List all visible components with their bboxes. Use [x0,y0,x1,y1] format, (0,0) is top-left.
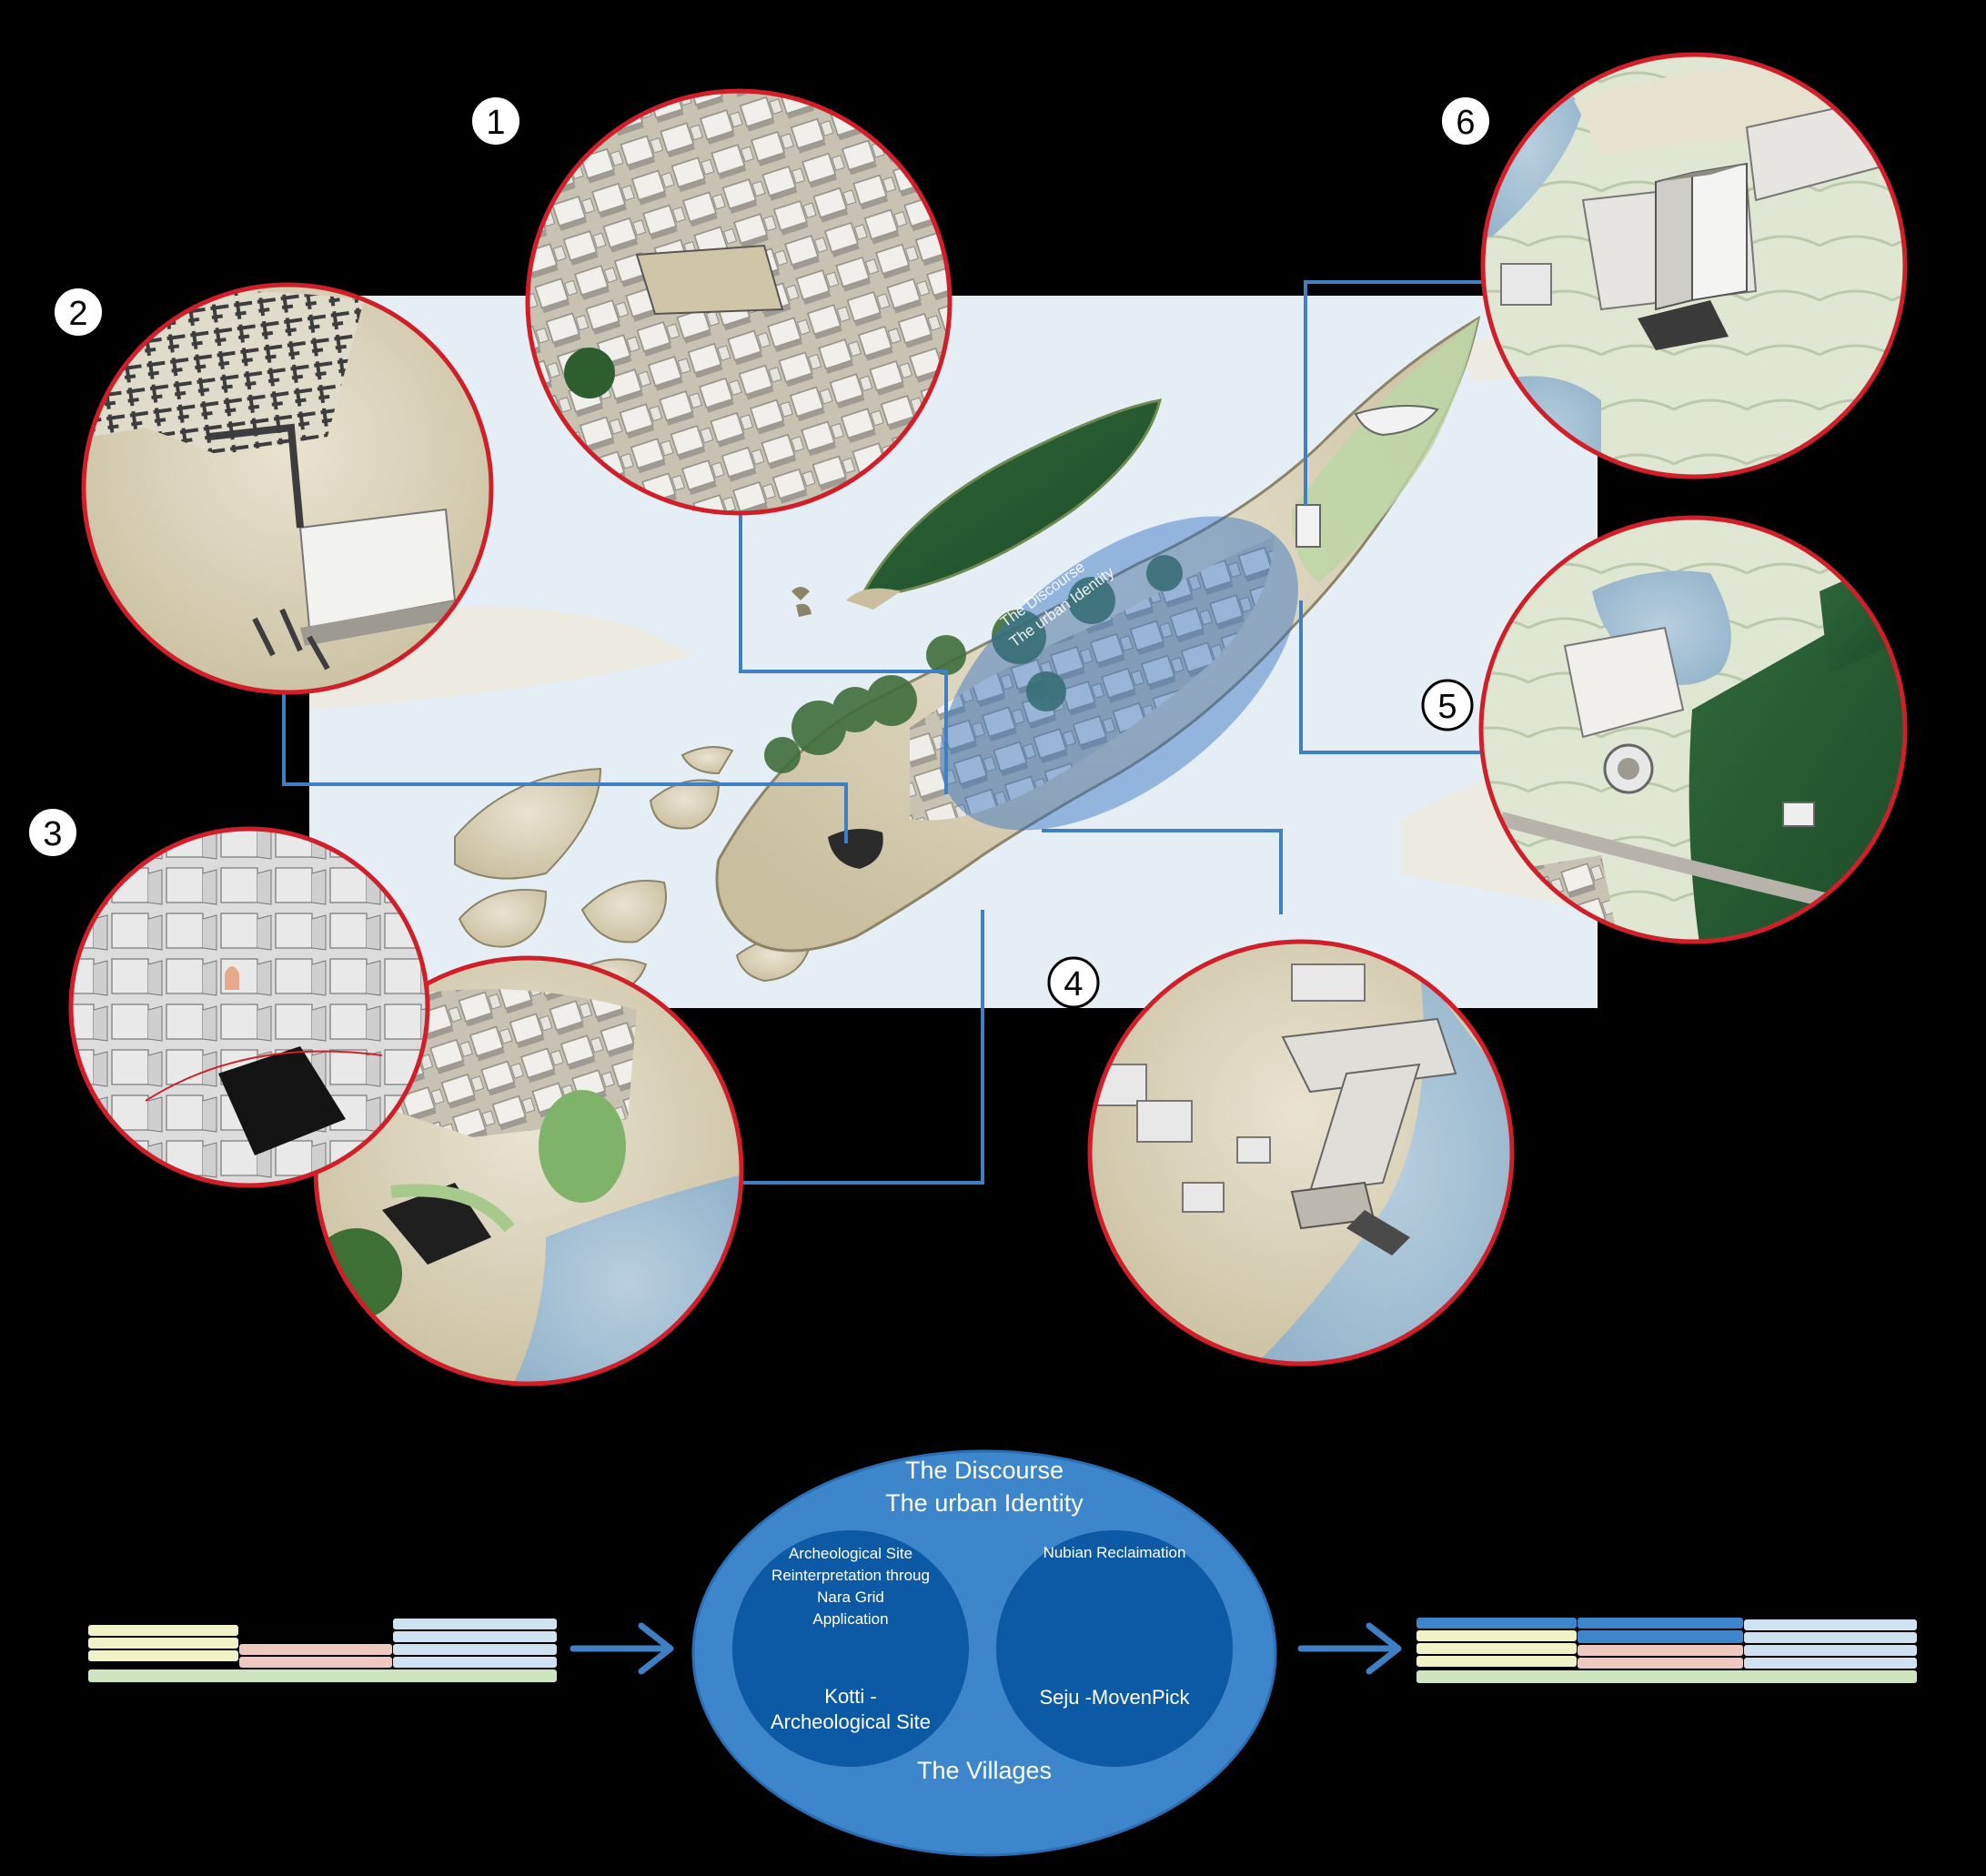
layer-yellow [1416,1643,1577,1654]
layer-blue [1578,1630,1743,1643]
layer-pink [239,1644,392,1655]
layer-pink [1578,1658,1743,1669]
arrow-right [1301,1626,1398,1671]
callout-3: 3 [28,808,77,857]
left-top-line1: Archeological Site [789,1545,912,1562]
callout-4: 4 [1049,958,1098,1007]
layer-yellow [88,1625,238,1636]
callout-5-label: 5 [1437,688,1457,726]
layer-lightblue [393,1619,557,1629]
outer-title-2: The urban Identity [885,1489,1084,1517]
left-bottom-line1: Kotti - [824,1685,876,1708]
callout-2: 2 [54,287,103,337]
callout-6-label: 6 [1456,104,1475,142]
callout-5: 5 [1423,681,1472,730]
layer-lightblue [1744,1619,1917,1630]
arrow-left [573,1626,670,1671]
layer-stack-before [88,1619,557,1682]
layer-yellow [88,1650,238,1661]
layer-lightblue [1744,1658,1917,1669]
layer-lightblue [393,1644,557,1655]
left-top-line4: Application [812,1610,888,1628]
layer-lightblue [1744,1632,1917,1643]
layer-yellow [88,1638,238,1649]
outer-bottom: The Villages [917,1757,1052,1784]
callout-1: 1 [471,96,520,146]
layer-stack-after [1416,1618,1917,1683]
layer-blue [1416,1618,1577,1629]
layer-lightblue [1744,1645,1917,1656]
right-top: Nubian Reclaimation [1043,1544,1186,1561]
layer-yellow [1416,1656,1577,1667]
layer-pink [239,1657,392,1668]
main-map: The Discourse The urban Identity [309,296,1598,1008]
outer-title-1: The Discourse [905,1457,1064,1484]
left-bottom-line2: Archeological Site [771,1710,931,1733]
layer-blue [1578,1618,1743,1629]
tower-building [1296,505,1320,547]
callout-3-label: 3 [43,815,62,853]
callout-1-label: 1 [486,104,505,142]
layer-lightblue [393,1657,557,1668]
inner-circle-right [996,1530,1233,1767]
callout-6: 6 [1441,96,1490,146]
right-bottom: Seju -MovenPick [1039,1686,1190,1709]
left-top-line2: Reinterpretation throug [771,1567,930,1584]
layer-pink [1578,1645,1743,1656]
callout-2-label: 2 [68,295,87,333]
callout-4-label: 4 [1064,965,1083,1004]
left-top-line3: Nara Grid [817,1589,884,1606]
layer-green [88,1669,557,1682]
discourse-diagram: The Discourse The urban Identity The Vil… [693,1451,1275,1855]
layer-yellow [1416,1630,1577,1641]
layer-green [1416,1670,1917,1683]
layer-lightblue [393,1631,557,1642]
